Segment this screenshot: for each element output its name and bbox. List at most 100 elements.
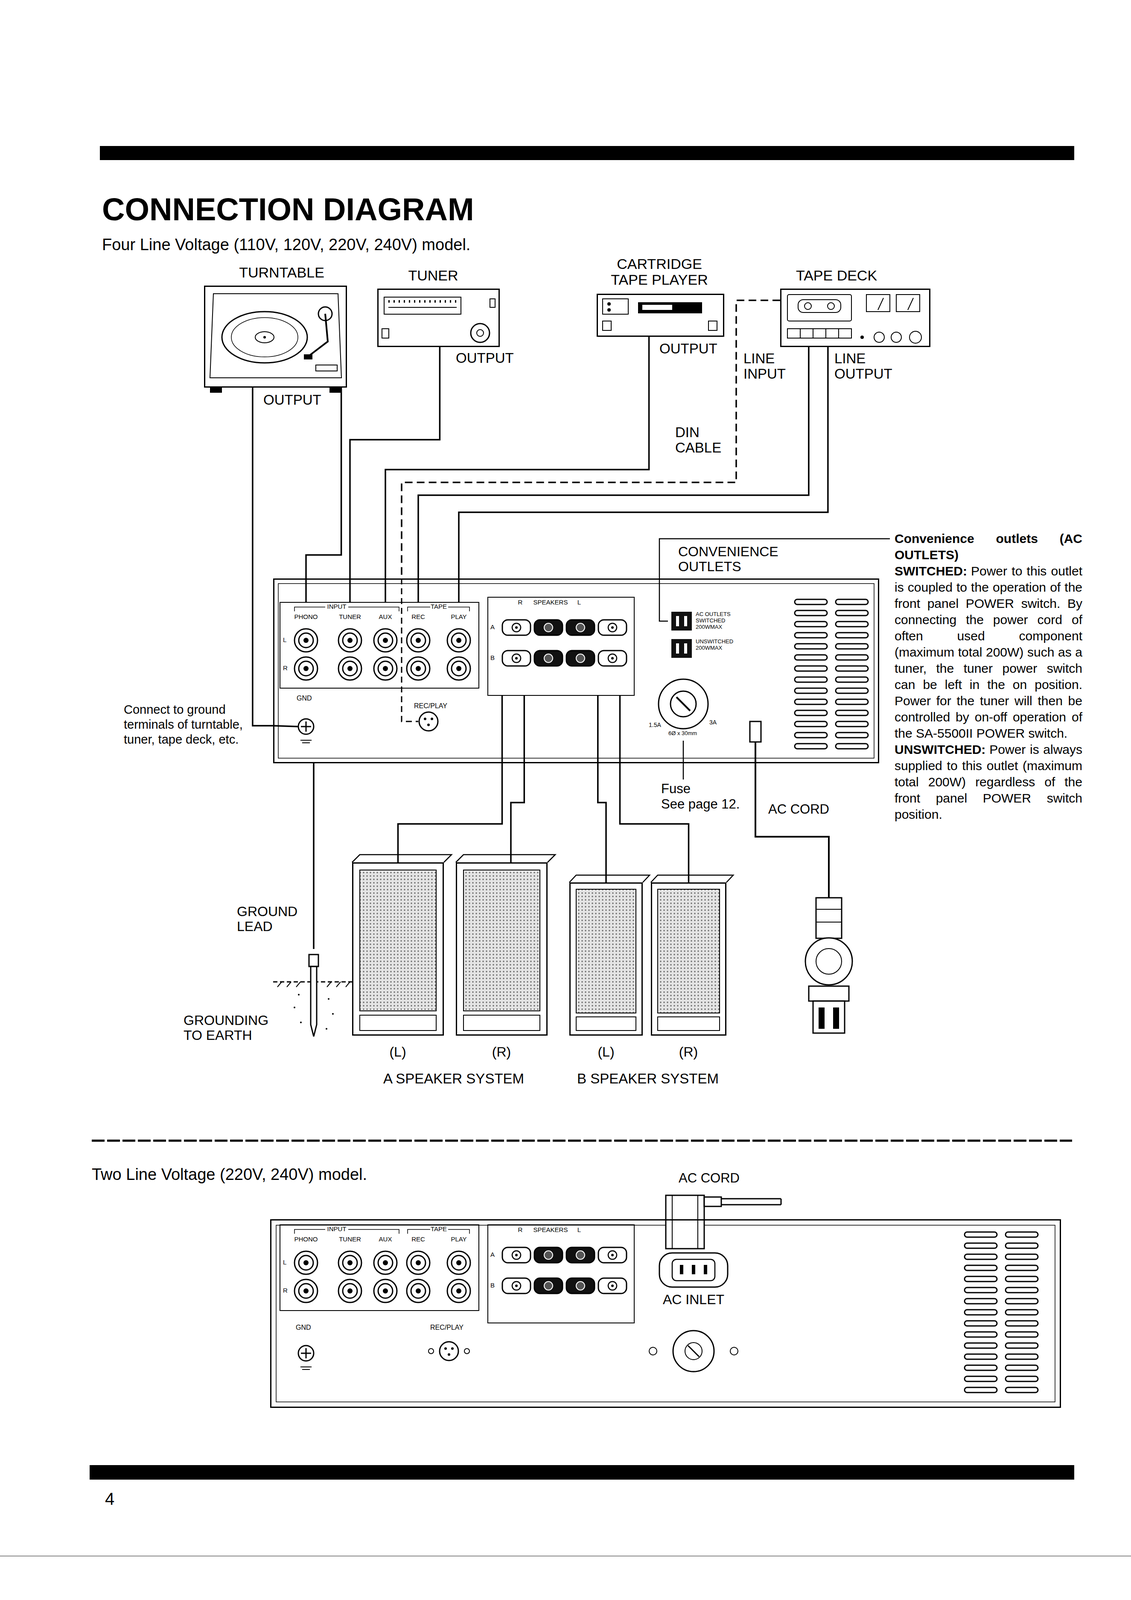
- rear-panel-drawing: [534, 1247, 563, 1263]
- node-label: SPEAKERS: [533, 598, 569, 606]
- node-label: R: [518, 598, 523, 606]
- ground-rod-drawing: [336, 981, 341, 987]
- speaker-drawing: [463, 1014, 540, 1031]
- rear-panel-drawing: [676, 643, 680, 654]
- rear-panel-drawing: [348, 1229, 400, 1234]
- rear-panel-drawing: [502, 1277, 531, 1294]
- edge-label: GROUND LEAD: [236, 903, 310, 934]
- rear-panel-drawing: [704, 1196, 722, 1207]
- section-divider: [91, 1140, 1073, 1141]
- node-label: (R): [679, 1043, 698, 1060]
- header-bar: [99, 145, 1075, 161]
- rear-panel-drawing: [444, 1346, 447, 1350]
- rear-panel: GNDREC/PLAYINPUTPHONOTUNERAUXTAPERECPLAY…: [273, 578, 880, 764]
- node-label: A: [490, 623, 495, 631]
- rear-panel-drawing: [687, 1345, 700, 1357]
- rear-panel-drawing: [447, 1352, 451, 1356]
- tape-deck-drawing: [798, 299, 841, 313]
- ac-cord-drawing: [816, 897, 842, 939]
- node-label: INPUT: [327, 602, 347, 610]
- rear-panel-drawing: [278, 583, 875, 758]
- signal-wire: [252, 387, 274, 726]
- rear-panel-drawing: [439, 1341, 459, 1361]
- ac-cord-drawing: [816, 908, 842, 910]
- rear-panel-drawing: [534, 1277, 563, 1294]
- node-label: TUNER: [338, 612, 362, 621]
- rear-panel-drawing: [598, 1277, 627, 1294]
- text-label: OUTPUT: [263, 391, 322, 409]
- tape-deck-drawing: [891, 332, 902, 343]
- rear-panel-drawing: [447, 1250, 471, 1274]
- outlet-group: AC OUTLETS SWITCHED 200WMAXUNSWITCHED 20…: [667, 606, 786, 662]
- speaker-drawing: [576, 1016, 636, 1031]
- tuner-drawing: [381, 328, 389, 339]
- rear-panel-drawing: [348, 606, 400, 612]
- cartridge-player-drawing: [607, 302, 611, 306]
- header-bar: [99, 145, 1075, 161]
- node-label: TAPE DECK: [795, 267, 878, 284]
- turntable-drawing: [303, 354, 313, 360]
- edge-label: DIN CABLE: [675, 424, 731, 456]
- rear-panel-drawing: [302, 1368, 310, 1370]
- note-block: Convenience outlets (AC OUTLETS)SWITCHED…: [894, 530, 1083, 823]
- rear-panel-drawing: [464, 1348, 470, 1354]
- text-label: B SPEAKER SYSTEM: [577, 1070, 719, 1087]
- speaker-drawing: [463, 869, 540, 1011]
- rear-panel-drawing: [427, 723, 430, 726]
- cartridge-player-drawing: [708, 320, 718, 331]
- signal-wire: [458, 346, 828, 602]
- node-label: L: [577, 598, 581, 606]
- node-label: L: [577, 1225, 581, 1234]
- rear-panel-drawing: [407, 606, 431, 612]
- rear-panel-drawing: [407, 1229, 431, 1234]
- rear-panel-drawing: [658, 679, 709, 729]
- rear-panel-drawing: [276, 1195, 1056, 1402]
- ground-rod-drawing: [310, 966, 317, 1037]
- node-label: GROUNDING TO EARTH: [183, 1012, 265, 1043]
- text-label: CONVENIENCE OUTLETS: [678, 544, 815, 575]
- node-label: L: [282, 1258, 287, 1266]
- rear-panel-drawing: [566, 650, 595, 666]
- rear-panel-drawing: [428, 1348, 434, 1354]
- ground-rod-drawing: [326, 981, 332, 987]
- rear-panel-drawing: [598, 619, 627, 636]
- terminal-group: RSPEAKERSLAB: [487, 1224, 635, 1324]
- rear-panel-drawing: [684, 615, 688, 627]
- rear-panel-drawing: [671, 1195, 673, 1249]
- rear-panel-drawing: [406, 1279, 430, 1303]
- node-label: B: [490, 1281, 495, 1289]
- page-edge-line: [0, 1555, 1131, 1557]
- device-box: TAPE DECK: [780, 288, 931, 347]
- tape-deck-drawing: [787, 294, 852, 321]
- rear-panel-drawing: [676, 615, 680, 627]
- speaker-box: (L): [569, 882, 643, 1036]
- text-label: 6Ø x 30mm: [668, 730, 697, 737]
- speaker-drawing: [359, 869, 437, 1011]
- text-label: OUTPUT: [455, 349, 514, 367]
- signal-wire: [349, 346, 440, 602]
- ground-rod-drawing: [325, 1027, 328, 1030]
- tape-deck-drawing: [799, 328, 801, 339]
- text-label: Connect to ground terminals of turntable…: [123, 702, 250, 747]
- signal-wire: [306, 387, 342, 602]
- speaker-drawing: [359, 1014, 437, 1031]
- node-label: CARTRIDGE TAPE PLAYER: [606, 256, 713, 289]
- rear-panel-drawing: [373, 1250, 397, 1274]
- text-label: AC CORD: [678, 1170, 740, 1186]
- tape-deck-drawing: [874, 332, 885, 343]
- rear-panel-drawing: [566, 1247, 595, 1263]
- tape-deck-drawing: [787, 328, 852, 339]
- text-label: AC CORD: [768, 801, 830, 817]
- note-paragraph: SWITCHED:Power to this outlet is coupled…: [894, 562, 1083, 742]
- rear-panel-drawing: [502, 1247, 531, 1263]
- text-label: Fuse: [661, 781, 691, 797]
- note-paragraph: Convenience outlets (AC OUTLETS): [894, 530, 1083, 563]
- tape-deck-drawing: [877, 297, 884, 310]
- node-label: TURNTABLE: [239, 264, 325, 281]
- cartridge-player-drawing: [602, 298, 718, 331]
- ground-rod-drawing: [332, 1012, 334, 1015]
- jack-group: INPUTPHONOTUNERAUXTAPERECPLAYLR: [279, 1224, 480, 1311]
- node-label: GND: [295, 1323, 312, 1332]
- ac-cord-drawing: [818, 1007, 825, 1029]
- rear-panel-drawing: [448, 606, 470, 612]
